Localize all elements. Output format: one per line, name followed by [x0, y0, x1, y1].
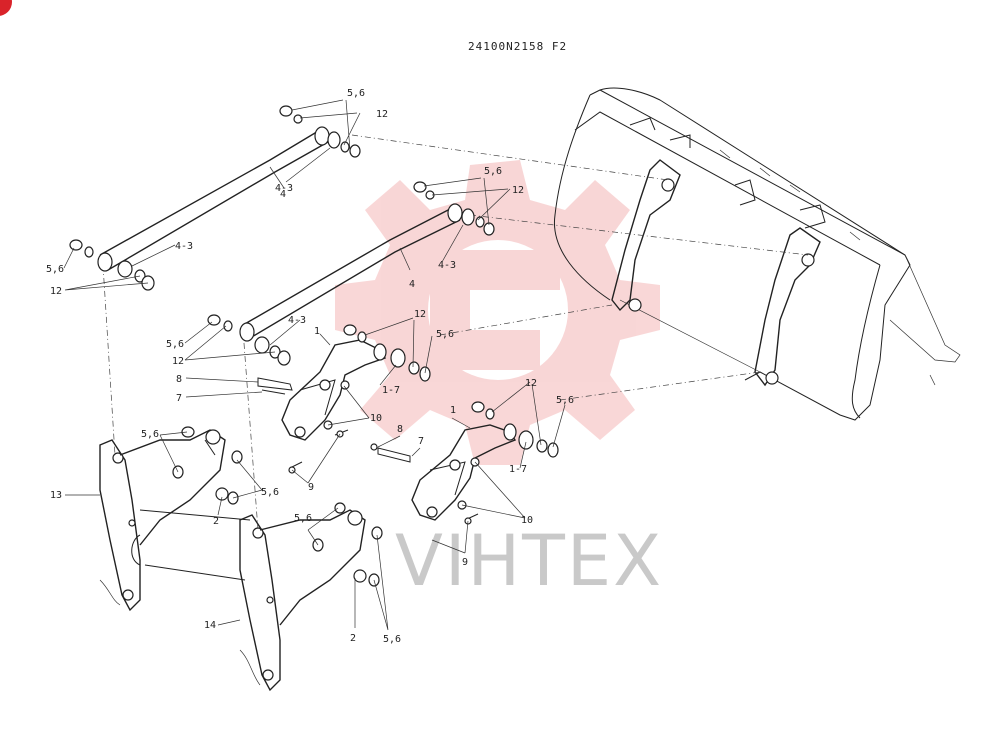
- bucket: [553, 87, 961, 421]
- label-5-6-right: 5,6: [556, 395, 574, 406]
- label-12-top-a: 12: [376, 109, 388, 120]
- label-4-3-lower-right: 4-3: [438, 260, 456, 271]
- label-4-upper: 4: [280, 189, 286, 200]
- label-7-left: 7: [176, 393, 182, 404]
- label-2-left: 2: [213, 516, 219, 527]
- label-5-6-top-a: 5,6: [347, 88, 365, 99]
- label-4-lower: 4: [409, 279, 415, 290]
- drawing-code: 24100N2158 F2: [468, 40, 567, 53]
- watermark-gear-icon: [335, 160, 660, 465]
- label-5-6-arm-left-b: 5,6: [261, 487, 279, 498]
- label-8-left: 8: [176, 374, 182, 385]
- label-12-mid: 12: [414, 309, 426, 320]
- label-1-7-right: 1-7: [509, 464, 527, 475]
- label-5-6-lower-left: 5,6: [166, 339, 184, 350]
- label-1-right: 1: [450, 405, 456, 416]
- loader-arms: [99, 426, 383, 692]
- alignment-lines: [102, 134, 809, 531]
- label-9-left: 9: [308, 482, 314, 493]
- label-4-3-upper-left: 4-3: [175, 241, 193, 252]
- label-10-left: 10: [370, 413, 382, 424]
- link-4-upper: [69, 105, 361, 291]
- leader-lines: [63, 99, 566, 631]
- label-2-right: 2: [350, 633, 356, 644]
- label-5-6-arm-right: 5,6: [294, 513, 312, 524]
- label-12-lower-left: 12: [172, 356, 184, 367]
- part-labels: 5,6 12 4 4-3 4-3 5,6 12 5,6 12 4 4-3 4-3…: [46, 88, 574, 645]
- label-5-6-mid: 5,6: [436, 329, 454, 340]
- label-10-right: 10: [521, 515, 533, 526]
- label-8-right: 8: [397, 424, 403, 435]
- corner-badge: [0, 0, 12, 16]
- watermark-text: VIHTEX: [395, 520, 663, 602]
- label-7-right: 7: [418, 436, 424, 447]
- label-14: 14: [204, 620, 216, 631]
- label-13: 13: [50, 490, 62, 501]
- label-5-6-arm-right-b: 5,6: [383, 634, 401, 645]
- label-1-left: 1: [314, 326, 320, 337]
- label-5-6-arm-left: 5,6: [141, 429, 159, 440]
- label-5-6-top-b: 5,6: [484, 166, 502, 177]
- label-1-7-left: 1-7: [382, 385, 400, 396]
- label-12-right: 12: [525, 378, 537, 389]
- label-4-3-upper-right: 4-3: [275, 183, 293, 194]
- label-12-top-b: 12: [512, 185, 524, 196]
- label-4-3-lower-left: 4-3: [288, 315, 306, 326]
- label-5-6-left: 5,6: [46, 264, 64, 275]
- label-12-left: 12: [50, 286, 62, 297]
- label-9-right: 9: [462, 557, 468, 568]
- bellcrank-1-left: [257, 324, 431, 474]
- link-4-lower: [207, 181, 495, 366]
